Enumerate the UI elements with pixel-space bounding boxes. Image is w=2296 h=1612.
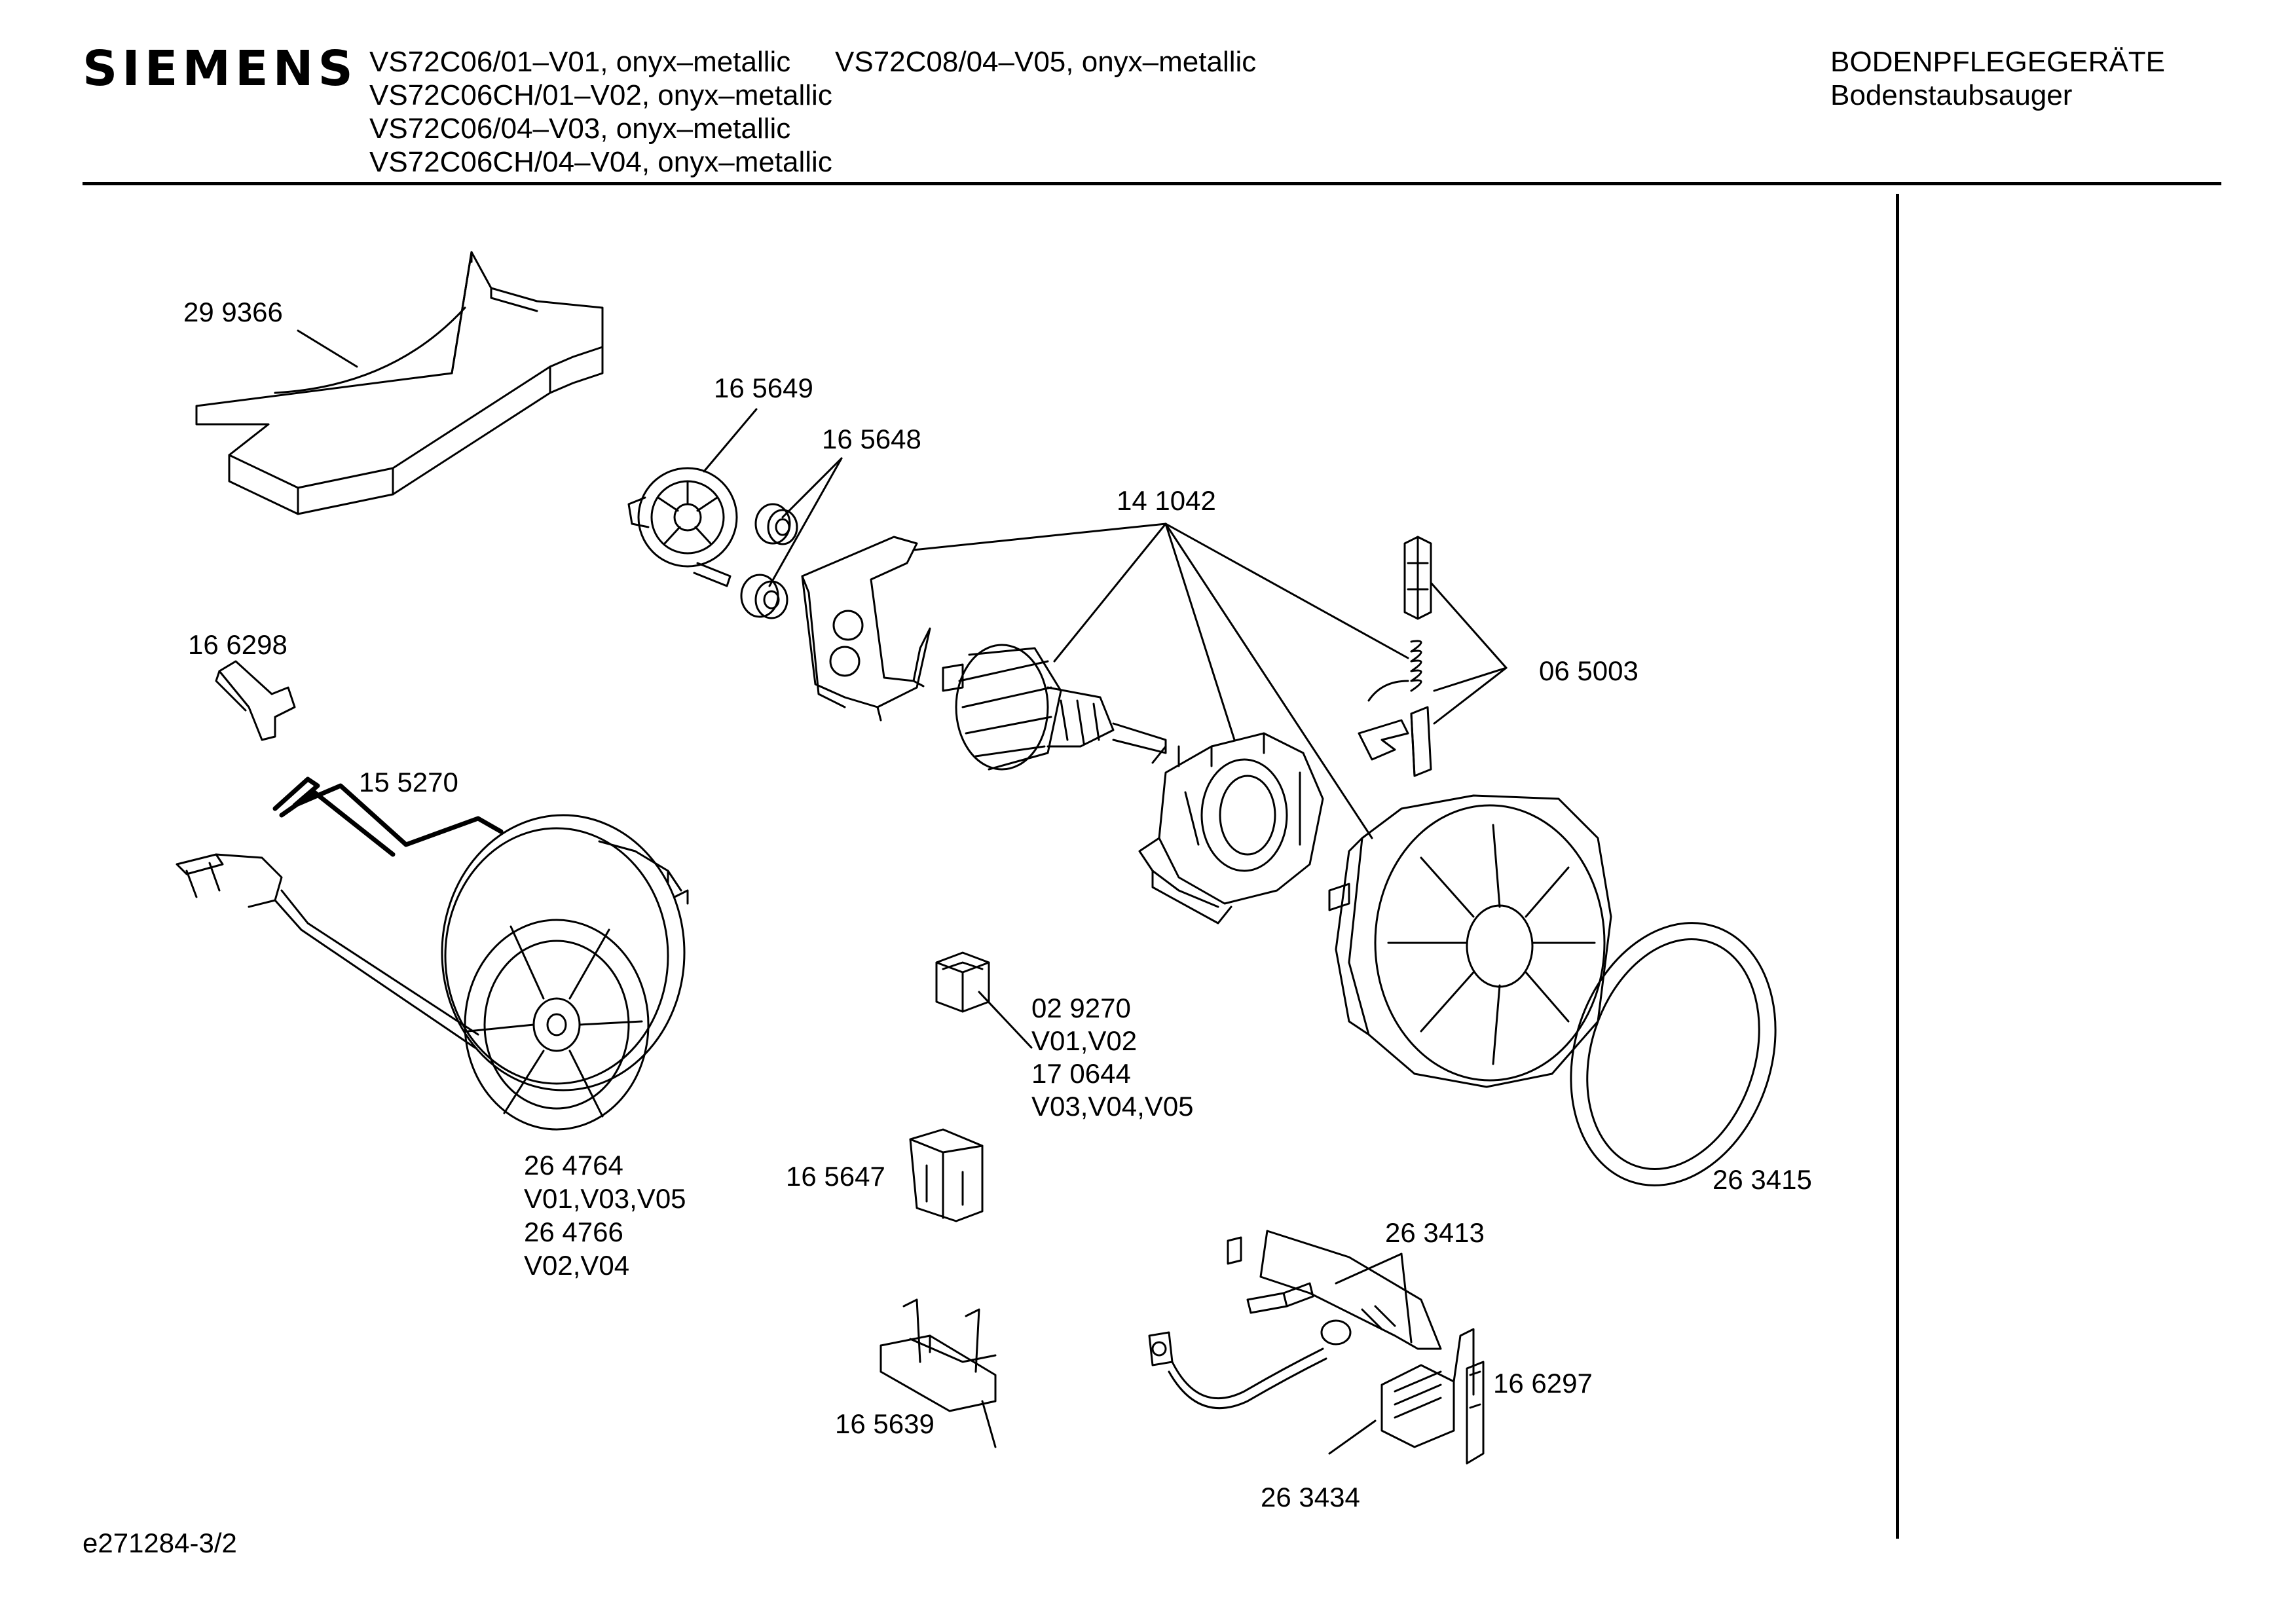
part-165649-bearing-holder — [629, 468, 737, 586]
header-divider — [83, 182, 2221, 185]
label-165639: 16 5639 — [835, 1408, 935, 1439]
label-165648: 16 5648 — [822, 424, 921, 454]
part-166298-clamp — [216, 661, 295, 740]
part-029270-switch — [936, 953, 989, 1012]
label-065003: 06 5003 — [1539, 655, 1639, 686]
part-263413-circuit-board — [1149, 1231, 1441, 1408]
part-fan-housing — [1329, 796, 1611, 1087]
part-299366-gasket-plate — [196, 252, 602, 514]
label-264764: 26 4764 — [524, 1150, 623, 1181]
label-155270: 15 5270 — [359, 767, 458, 797]
label-165649: 16 5649 — [714, 373, 813, 403]
part-263415-sealing-ring — [1538, 896, 1808, 1213]
part-165639-base-holder — [881, 1300, 995, 1447]
part-165648-bearings — [741, 504, 797, 618]
label-029270-variants: V01,V02 — [1031, 1025, 1138, 1056]
label-263434: 26 3434 — [1261, 1482, 1360, 1512]
category-title: BODENPFLEGEGERÄTE — [1830, 46, 2166, 78]
part-141042-motor-bracket — [802, 537, 930, 720]
model-line-4: VS72C06CH/04–V04, onyx–metallic — [369, 146, 832, 178]
label-170644-variants: V03,V04,V05 — [1031, 1091, 1194, 1122]
label-165647: 16 5647 — [786, 1161, 885, 1192]
margin-divider — [1896, 194, 1899, 1539]
part-263434-terminal-block — [1382, 1329, 1483, 1463]
label-299366: 29 9366 — [183, 297, 283, 327]
label-264766-variants: V02,V04 — [524, 1250, 630, 1281]
part-141042-armature — [943, 645, 1166, 769]
label-166297: 16 6297 — [1493, 1368, 1593, 1399]
label-264766: 26 4766 — [524, 1217, 623, 1247]
label-263415: 26 3415 — [1713, 1164, 1812, 1195]
leader-lines — [298, 331, 1506, 1454]
model-line-2: VS72C06CH/01–V02, onyx–metallic — [369, 79, 832, 111]
label-166298: 16 6298 — [188, 629, 287, 660]
label-263413: 26 3413 — [1385, 1217, 1485, 1248]
part-264764-cable-reel — [177, 815, 688, 1129]
part-141042-stator — [1139, 733, 1323, 923]
category-subtitle: Bodenstaubsauger — [1830, 79, 2073, 111]
part-155270-spring-wire — [275, 779, 501, 854]
model-line-1b: VS72C08/04–V05, onyx–metallic — [835, 46, 1257, 78]
brand-logo: SIEMENS — [83, 41, 358, 97]
label-170644: 17 0644 — [1031, 1058, 1131, 1089]
label-264764-variants: V01,V03,V05 — [524, 1183, 686, 1214]
label-029270: 02 9270 — [1031, 993, 1131, 1023]
model-line-3: VS72C06/04–V03, onyx–metallic — [369, 113, 791, 145]
model-line-1a: VS72C06/01–V01, onyx–metallic — [369, 46, 791, 78]
label-141042: 14 1042 — [1117, 485, 1216, 516]
part-165647-holder — [910, 1129, 982, 1221]
part-065003-carbon-brushes — [1359, 537, 1431, 776]
document-code: e271284-3/2 — [83, 1528, 237, 1558]
